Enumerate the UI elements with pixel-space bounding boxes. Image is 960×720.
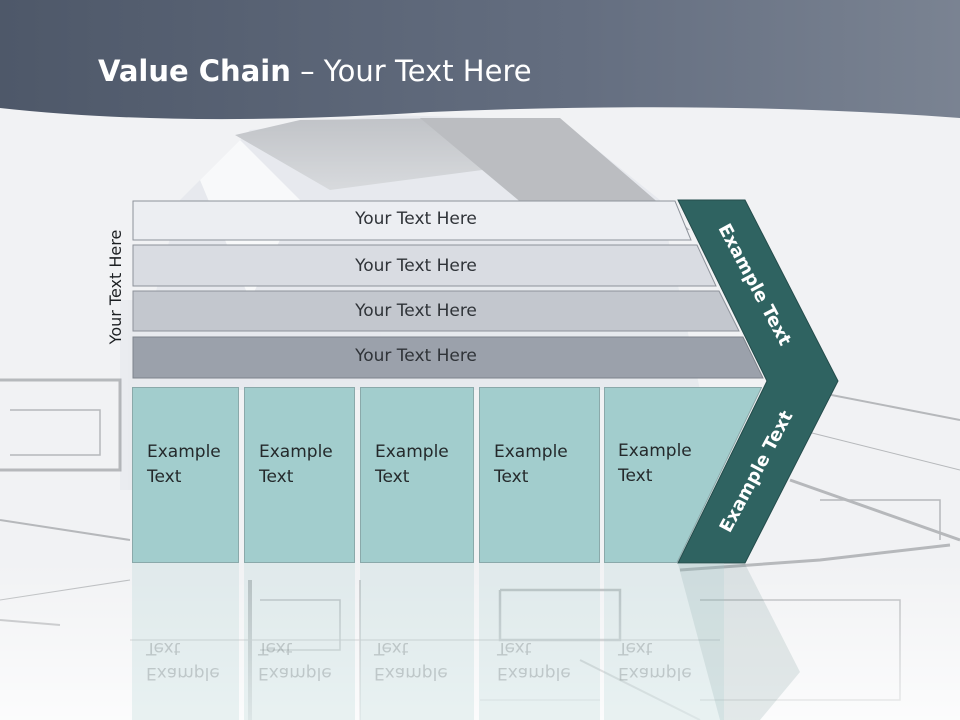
header-band (0, 0, 960, 120)
primary-cell-text: Example Text (259, 442, 333, 487)
primary-cell-text: Example Text (494, 442, 568, 487)
title-rest: – Your Text Here (290, 54, 532, 88)
primary-cell-2: Example Text (244, 387, 355, 563)
support-row-label-1: Your Text Here (355, 209, 477, 229)
support-row-3 (132, 290, 740, 332)
margin-chevron-reflection (678, 564, 800, 720)
primary-cell-text: Example Text (375, 442, 449, 487)
primary-cell-text: Example Text (618, 441, 692, 486)
support-row-label-2: Your Text Here (355, 256, 477, 276)
title-bold: Value Chain (98, 54, 291, 88)
support-row-1 (132, 200, 692, 241)
primary-cell-5-shape (604, 387, 762, 563)
support-row-label-4: Your Text Here (355, 346, 477, 366)
margin-chevron (677, 199, 839, 564)
vertical-axis-label: Your Text Here (106, 229, 125, 345)
page-title: Value Chain – Your Text Here (98, 54, 532, 88)
primary-cell-5: Example Text (604, 387, 762, 563)
primary-cell-4: Example Text (479, 387, 600, 563)
primary-cell-3: Example Text (360, 387, 474, 563)
support-row-4 (132, 336, 764, 379)
support-row-2 (132, 244, 717, 287)
primary-cell-text: Example Text (147, 442, 221, 487)
support-row-label-3: Your Text Here (355, 301, 477, 321)
primary-cell-1: Example Text (132, 387, 239, 563)
